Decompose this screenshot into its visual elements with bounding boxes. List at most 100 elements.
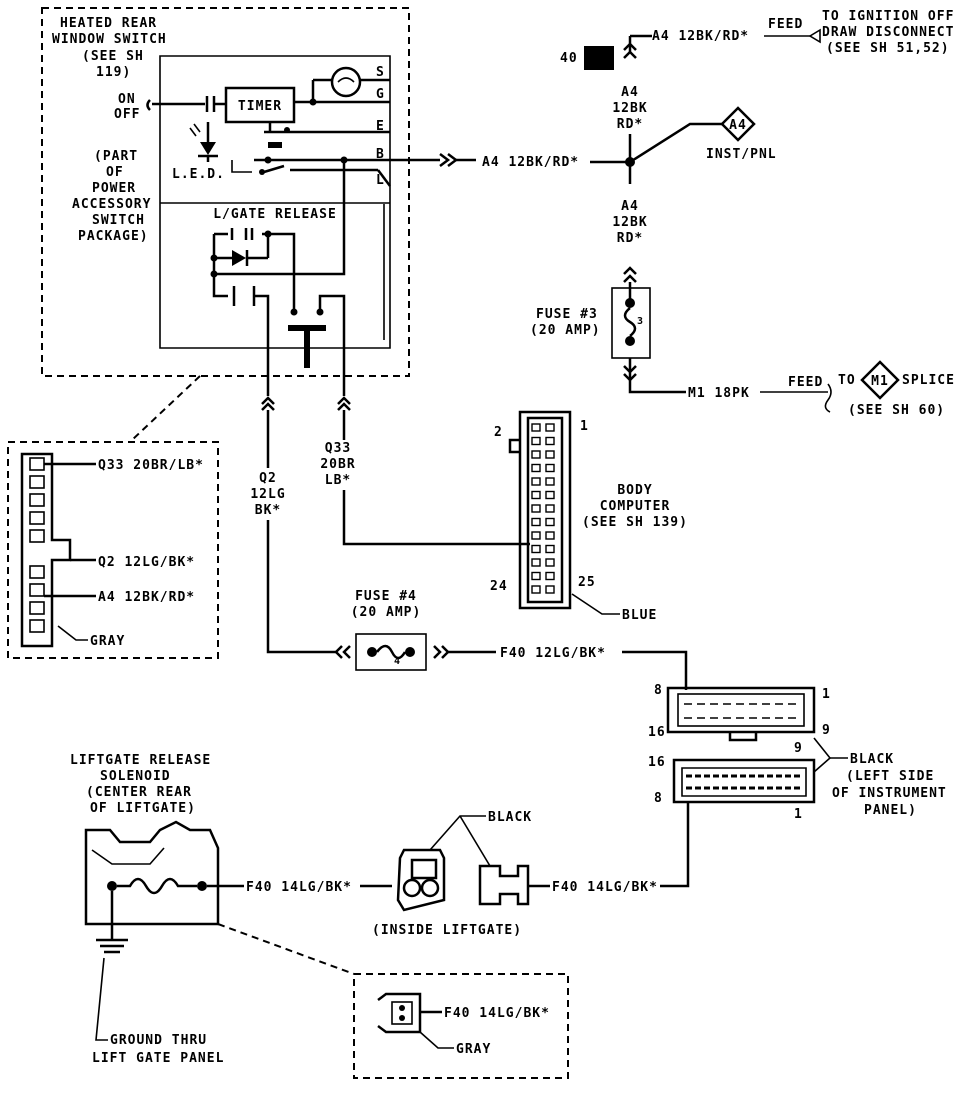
lamp-icon (330, 66, 362, 98)
f40-14-label-b: F40 14LG/BK* (552, 880, 658, 895)
bc-cavity (545, 463, 555, 473)
contact-dot (259, 169, 265, 175)
bc-pin-2: 2 (494, 425, 503, 440)
inline-black-label: BLACK (488, 810, 532, 825)
part-label-3: POWER (92, 181, 136, 196)
bc-cavity (545, 558, 555, 567)
ip-top-latch (728, 732, 758, 742)
lgate-diode-top (230, 228, 254, 240)
lgate-label: L/GATE RELEASE (213, 207, 337, 222)
f40-14-label-a: F40 14LG/BK* (246, 880, 352, 895)
sol-connector-cavity (391, 1001, 413, 1025)
bc-label-1: BODY (617, 483, 652, 498)
inst-pnl-wire (629, 122, 722, 164)
switch-see-2: 119) (96, 65, 131, 80)
bc-cavity (531, 436, 541, 446)
sol-connector-pin-2 (399, 1015, 405, 1021)
relay-dot (284, 127, 290, 133)
sol-conn-gray: GRAY (456, 1042, 491, 1057)
fuse4-terminal-1 (367, 647, 377, 657)
part-label-5: SWITCH (92, 213, 145, 228)
switch-body (159, 55, 391, 349)
bc-cavity (545, 585, 555, 594)
solenoid-terminal-2 (197, 881, 207, 891)
part-label-2: OF (106, 165, 124, 180)
inline-female-pin-2 (420, 878, 440, 898)
ign-label-1: TO IGNITION OFF (822, 9, 954, 24)
ip-pin-1b: 1 (794, 807, 803, 822)
push-dot-1 (290, 308, 298, 316)
blue-leader (571, 593, 620, 615)
ground-leader (95, 957, 108, 1041)
relay-coil (268, 142, 282, 148)
ground-icon (96, 938, 128, 954)
ground-label-2: LIFT GATE PANEL (92, 1051, 224, 1066)
switch-contact (263, 164, 285, 174)
bc-cavity (545, 571, 555, 581)
fuse3-num: 3 (637, 316, 644, 327)
timer-box (224, 86, 296, 124)
conn-q33-label: Q33 20BR/LB* (98, 458, 204, 473)
ip-top-cavities (684, 703, 798, 719)
a4-v-4: A4 (621, 199, 639, 214)
fuse4-connector-left (334, 645, 351, 659)
ip-left-1: (LEFT SIDE (846, 769, 934, 784)
a4-v-5: 12BK (612, 215, 647, 230)
leader-line (131, 375, 201, 441)
diode-icon (232, 250, 246, 266)
black-leader-sol-2 (459, 815, 491, 867)
sol-connector-box (353, 973, 569, 1079)
led-label: L.E.D. (172, 167, 225, 182)
q33-connector (337, 396, 351, 411)
feed2-label: FEED (788, 375, 823, 390)
q2-wire-inner (254, 294, 270, 396)
part-label-4: ACCESSORY (72, 197, 151, 212)
bc-label-2: COMPUTER (600, 499, 671, 514)
off-label: OFF (114, 107, 140, 122)
bc-cavity (545, 477, 555, 486)
q33-v-3: LB* (325, 473, 351, 488)
fuse4-connector-right (433, 645, 450, 659)
bc-pin-24: 24 (490, 579, 508, 594)
bc-cavity (545, 490, 555, 500)
l-wire-end (377, 169, 391, 187)
feed2-arrow (824, 383, 832, 413)
sol-leader-line (217, 923, 355, 975)
q2-v-2: 12LG (250, 487, 285, 502)
a4-diamond-label: A4 (729, 118, 747, 133)
body-computer-latch (508, 438, 520, 454)
sol-connector-pin-1 (399, 1005, 405, 1011)
bc-cavity (531, 544, 541, 554)
ip-pin-8a: 8 (654, 683, 663, 698)
lamp-filament (337, 77, 355, 83)
sol-label-4: OF LIFTGATE) (90, 801, 196, 816)
bc-blue-label: BLUE (622, 608, 657, 623)
body-computer-inner (526, 416, 564, 604)
q33-v-2: 20BR (320, 457, 355, 472)
connector-cavities (29, 457, 45, 633)
splice-label: SPLICE (902, 373, 955, 388)
bc-cavity (531, 571, 541, 581)
fuse4-num: 4 (394, 656, 401, 667)
a4-v-3: RD* (617, 117, 643, 132)
fuse3-label-2: (20 AMP) (530, 323, 601, 338)
solenoid-detail (91, 847, 165, 865)
sol-conn-f40: F40 14LG/BK* (444, 1006, 550, 1021)
sol-label-3: (CENTER REAR (86, 785, 192, 800)
bc-cavity (545, 544, 555, 554)
bc-cavity (531, 450, 541, 459)
solenoid-coil (117, 877, 197, 895)
q2-v-3: BK* (255, 503, 281, 518)
body-computer-connector (518, 410, 572, 610)
ip-pin-9b: 9 (794, 741, 803, 756)
pin-e: E (376, 119, 385, 134)
bc-cavity (531, 490, 541, 500)
ip-black-label: BLACK (850, 752, 894, 767)
inline-female-pin-1 (402, 878, 422, 898)
bc-label-3: (SEE SH 139) (582, 515, 688, 530)
ign-label-2: DRAW DISCONNECT (822, 25, 954, 40)
bc-cavity (531, 558, 541, 567)
ip-pin-8b: 8 (654, 791, 663, 806)
pin-s: S (376, 65, 385, 80)
